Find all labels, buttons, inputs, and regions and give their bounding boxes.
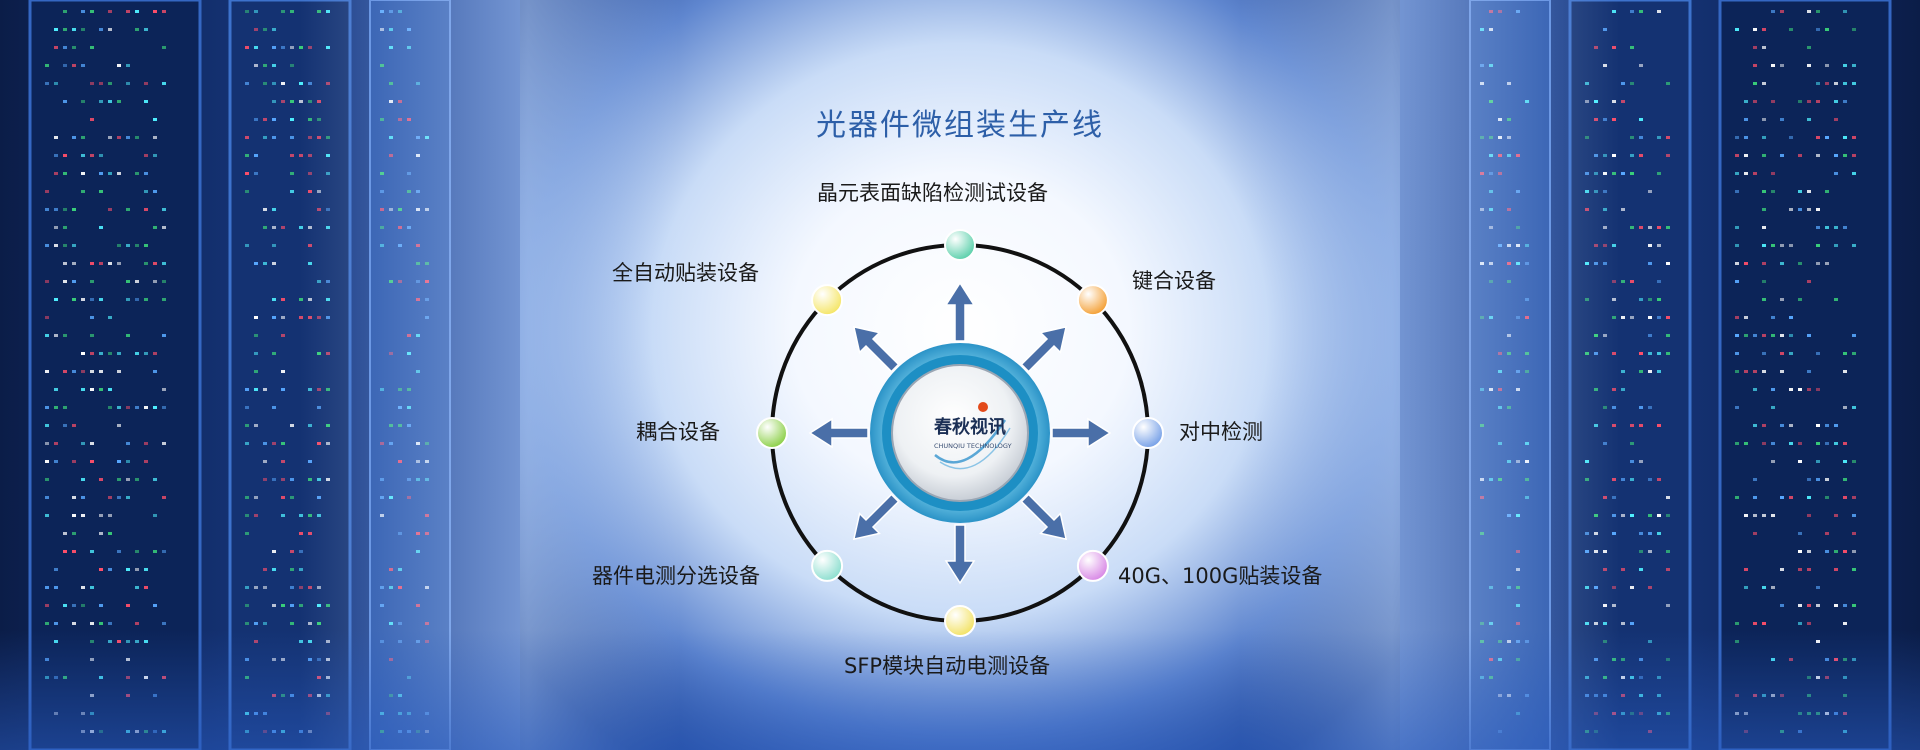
node-dot-coupling	[756, 417, 788, 449]
node-dot-sort	[811, 549, 844, 582]
node-label-bonding: 键合设备	[1132, 269, 1216, 293]
node-label-sorting: 器件电测分选设备	[592, 564, 760, 588]
arrow-icon	[1051, 417, 1112, 449]
arrow-icon	[1020, 493, 1068, 541]
node-label-auto-mounting: 全自动贴装设备	[612, 261, 759, 285]
arrow-icon	[808, 417, 869, 449]
node-dot-align	[1132, 417, 1164, 449]
page-title: 光器件微组装生产线	[816, 108, 1104, 143]
node-label-wafer-inspection: 晶元表面缺陷检测试设备	[817, 181, 1048, 205]
logo-dot-icon	[978, 402, 988, 412]
arrow-icon	[944, 281, 976, 342]
node-dot-sfp	[944, 605, 976, 637]
node-label-alignment: 对中检测	[1179, 420, 1263, 444]
logo-name-en: CHUNQIU TECHNOLOGY	[934, 442, 1012, 450]
arrow-icon	[852, 493, 900, 541]
arrow-icon	[944, 524, 976, 585]
node-dot-automount	[811, 284, 844, 317]
node-label-40g-100g-mounting: 40G、100G贴装设备	[1118, 564, 1323, 588]
logo-name-cn: 春秋视讯	[934, 416, 1006, 438]
node-label-coupling: 耦合设备	[636, 420, 720, 444]
node-dot-bonding	[1076, 284, 1109, 317]
arrow-icon	[852, 325, 900, 373]
node-dot-wafer	[944, 229, 976, 261]
node-label-sfp-test: SFP模块自动电测设备	[844, 654, 1051, 678]
company-logo: 春秋视讯 CHUNQIU TECHNOLOGY	[934, 402, 1012, 470]
arrow-icon	[1020, 325, 1068, 373]
hub-core	[891, 364, 1029, 502]
node-dot-mount40g	[1076, 549, 1109, 582]
